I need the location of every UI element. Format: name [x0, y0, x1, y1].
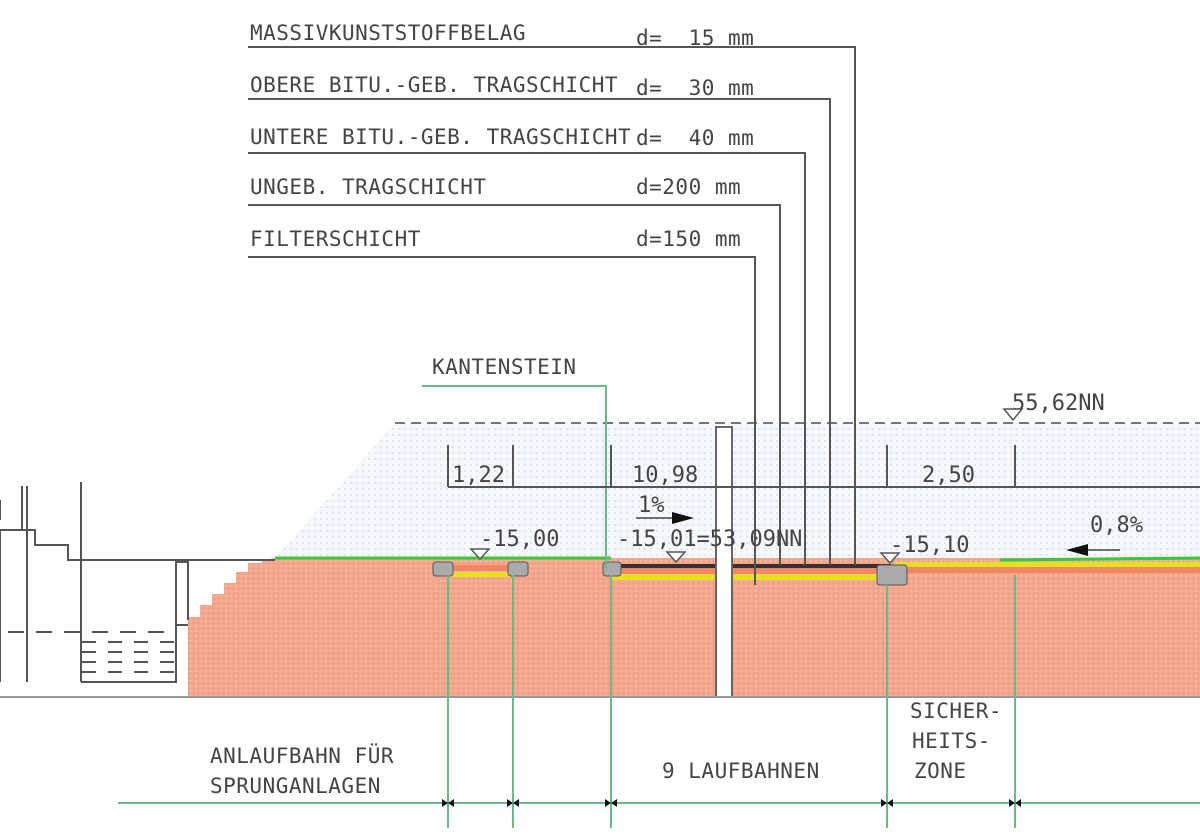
- dimension-label: 10,98: [632, 463, 698, 488]
- kantenstein-leader: [422, 385, 607, 568]
- level-marker-icon: [469, 548, 491, 561]
- elevation-top-label: 55,62NN: [1012, 391, 1105, 416]
- zone-sicherheit-label: ZONE: [914, 759, 967, 783]
- layer-thickness: d= 40 mm: [636, 126, 754, 150]
- layer-thickness: d=150 mm: [636, 227, 741, 251]
- dimension-label: 2,50: [922, 463, 975, 488]
- zone-anlauf-label: SPRUNGANLAGEN: [210, 774, 381, 798]
- zone-sicherheit-label: SICHER-: [910, 699, 1002, 723]
- slope-left-label: 1%: [638, 493, 665, 518]
- level-marker-icon: [1002, 408, 1024, 422]
- zone-ticks: [442, 799, 1021, 807]
- arrow-right-icon: [672, 512, 694, 524]
- level-label: -15,10: [890, 533, 969, 558]
- dimension-label: 1,22: [452, 463, 505, 488]
- zone-sicherheit-label: HEITS-: [912, 729, 991, 753]
- curb-stone: [432, 561, 454, 577]
- layer-name: MASSIVKUNSTSTOFFBELAG: [250, 21, 526, 45]
- kantenstein-label: KANTENSTEIN: [432, 355, 577, 379]
- level-marker-icon: [879, 552, 901, 565]
- dimension-line: [447, 445, 1200, 488]
- reference-area: [275, 423, 1200, 560]
- layer-thickness: d=200 mm: [636, 175, 741, 199]
- zone-anlauf-label: ANLAUFBAHN FÜR: [210, 743, 394, 768]
- layer-name: OBERE BITU.-GEB. TRAGSCHICHT: [250, 73, 618, 97]
- curb-stone: [507, 561, 529, 577]
- zone-laufbahnen-label: 9 LAUFBAHNEN: [662, 759, 820, 783]
- jump-pit-structure: [0, 482, 1200, 698]
- slope-right-label: 0,8%: [1090, 513, 1143, 538]
- curb-stone: [876, 564, 908, 586]
- layer-name: FILTERSCHICHT: [250, 227, 421, 251]
- layer-name: UNTERE BITU.-GEB. TRAGSCHICHT: [250, 125, 631, 149]
- level-marker-icon: [665, 551, 687, 564]
- layer-thickness: d= 15 mm: [636, 26, 754, 50]
- layer-legend: MASSIVKUNSTSTOFFBELAG d= 15 mm OBERE BIT…: [250, 21, 754, 251]
- track-layers: [432, 561, 1200, 586]
- level-label: -15,01=53,09NN: [617, 527, 802, 552]
- soil-body: [188, 558, 1200, 697]
- level-label: -15,00: [480, 527, 559, 552]
- layer-name: UNGEB. TRAGSCHICHT: [250, 175, 487, 199]
- grass-surface-right: [999, 556, 1200, 562]
- arrow-left-icon: [1066, 544, 1088, 556]
- pole: [715, 426, 733, 698]
- layer-leader-lines: [248, 46, 856, 585]
- layer-thickness: d= 30 mm: [636, 76, 754, 100]
